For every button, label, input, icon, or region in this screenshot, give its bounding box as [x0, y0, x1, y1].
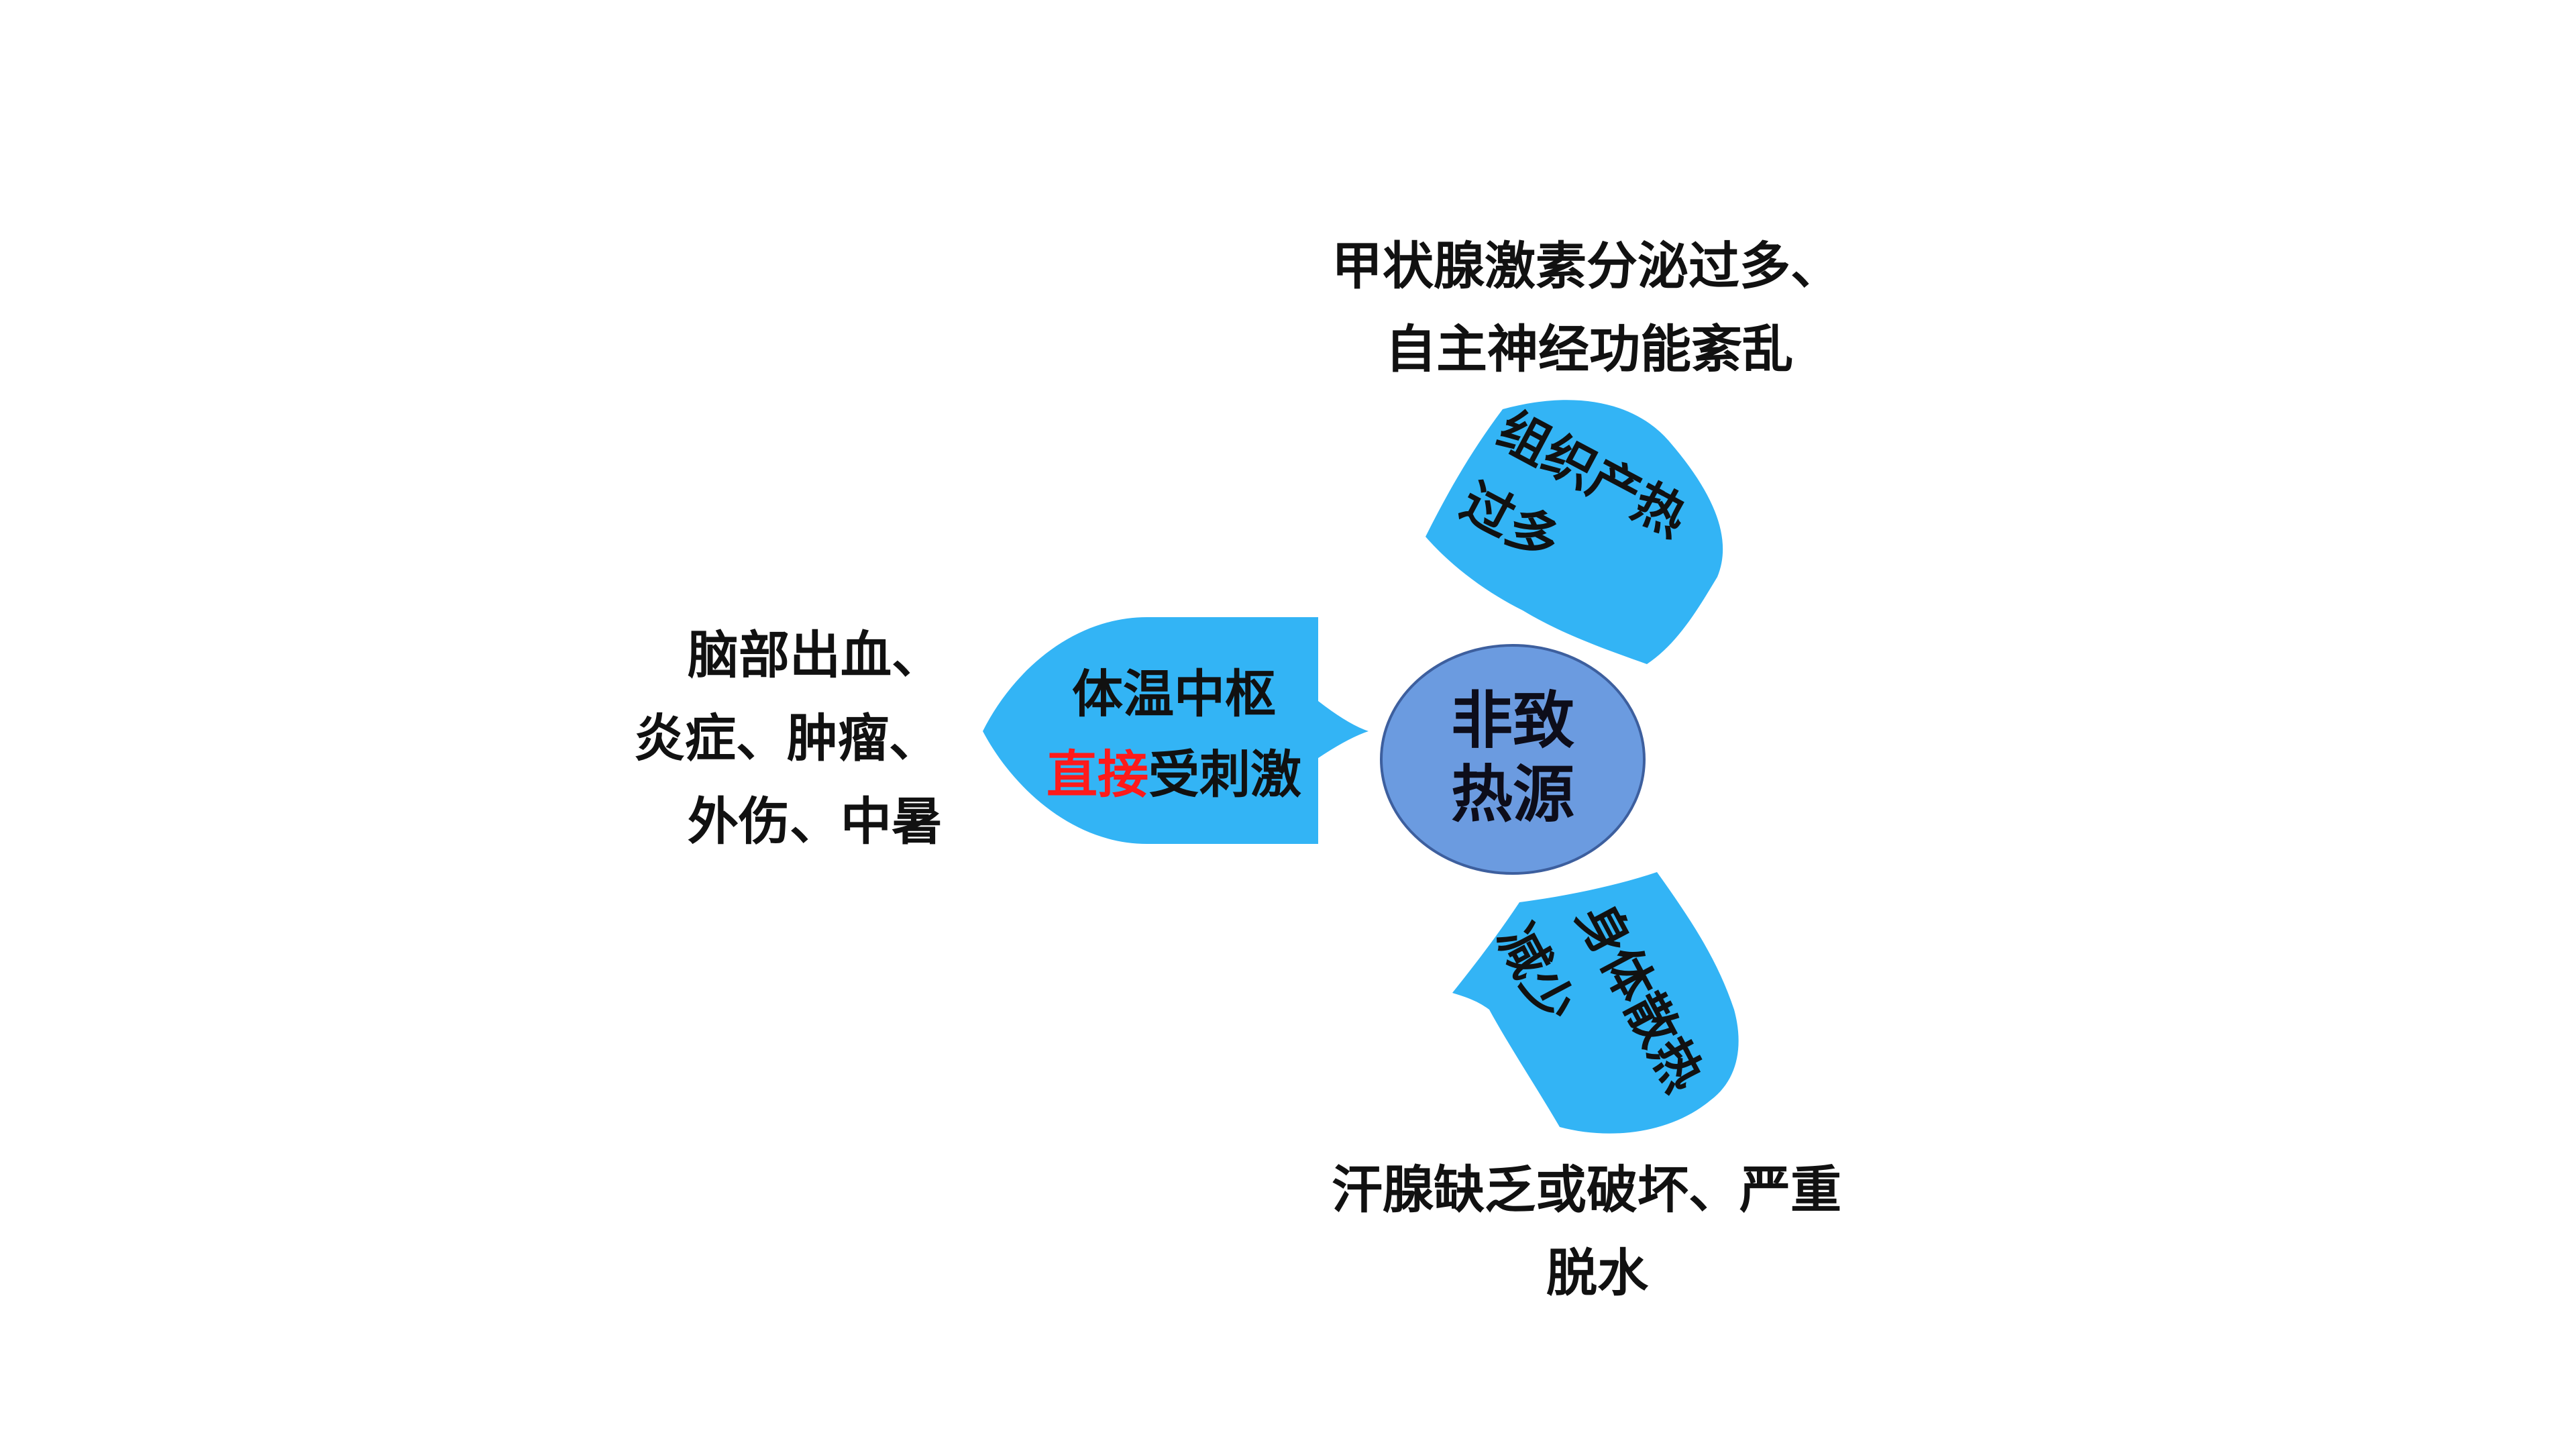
cause-left-line3: 外伤、中暑: [688, 792, 943, 851]
cause-bottom: 汗腺缺乏或破坏、严重 脱水: [1332, 1148, 1841, 1315]
petal-left-shape: [983, 617, 1368, 844]
center-label-line1: 非致: [1450, 685, 1574, 757]
cause-left-line2: 炎症、肿瘤、: [634, 708, 940, 768]
petal-bottom-right-shape: [1452, 872, 1739, 1134]
petal-top-right-shape: [1426, 400, 1723, 664]
petal-left-label: 体温中枢 直接受刺激: [1026, 654, 1322, 815]
cause-top: 甲状腺激素分泌过多、 自主神经功能紊乱: [1332, 225, 1841, 391]
cause-left: 脑部出血、 炎症、肿瘤、 外伤、中暑: [634, 614, 943, 863]
cause-bottom-line1: 汗腺缺乏或破坏、严重: [1332, 1160, 1841, 1220]
center-label-line2: 热源: [1450, 759, 1574, 830]
petal-left-rest: 受刺激: [1148, 745, 1301, 804]
cause-top-line2: 自主神经功能紊乱: [1385, 319, 1793, 379]
center-label: 非致 热源: [1412, 684, 1613, 832]
cause-top-line1: 甲状腺激素分泌过多、: [1332, 236, 1841, 296]
petal-left-line2: 直接受刺激: [1026, 735, 1322, 815]
petal-left-line1: 体温中枢: [1072, 664, 1276, 724]
cause-bottom-line2: 脱水: [1546, 1243, 1648, 1303]
petal-left-highlight: 直接: [1046, 745, 1148, 804]
cause-left-line1: 脑部出血、: [688, 625, 943, 685]
center-circle-shape: [1380, 644, 1646, 875]
